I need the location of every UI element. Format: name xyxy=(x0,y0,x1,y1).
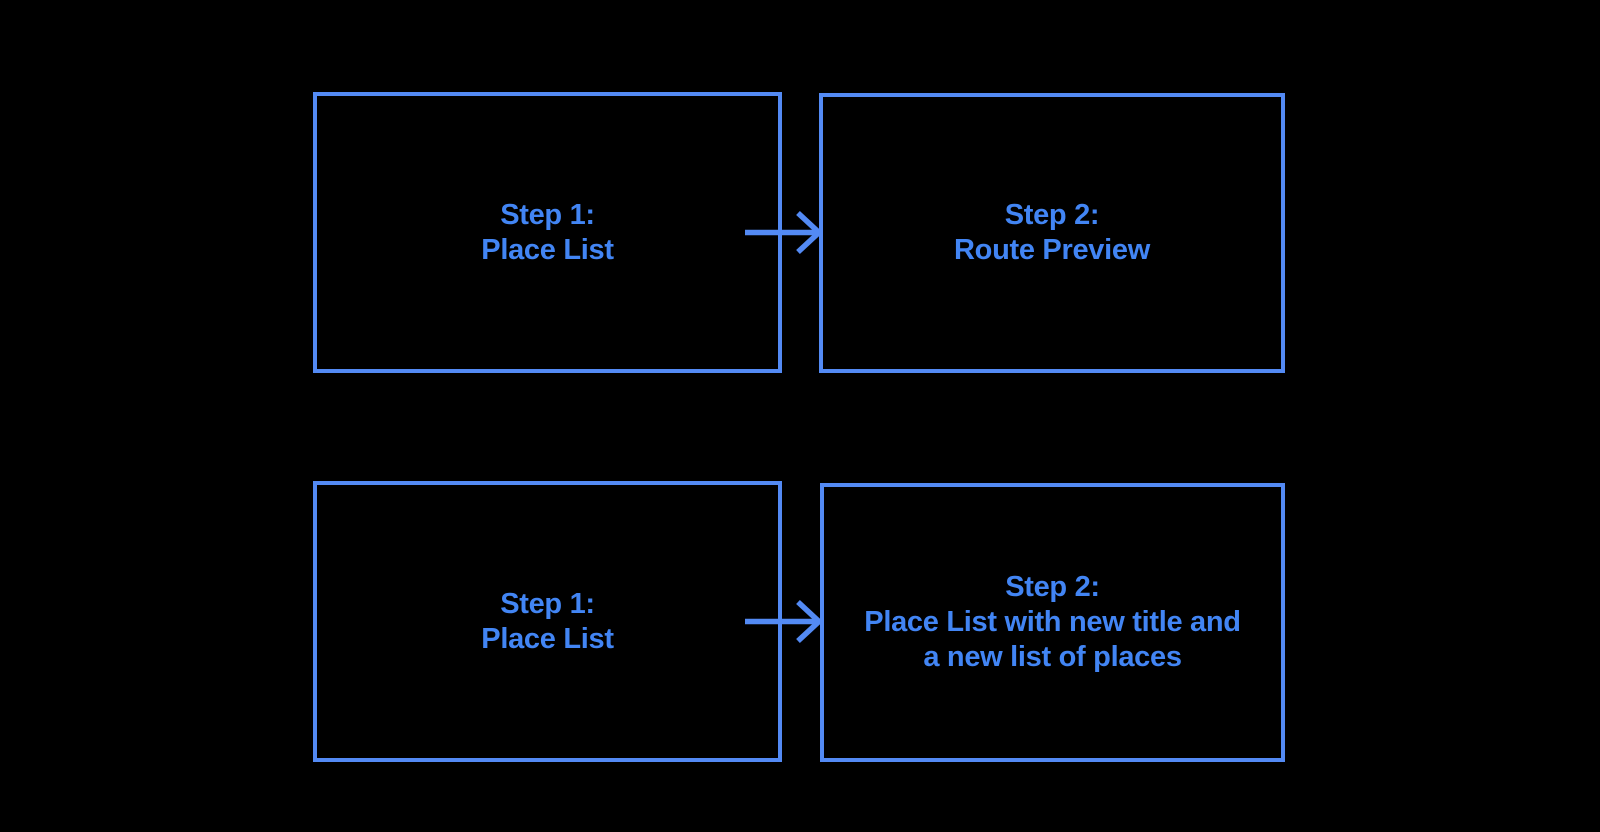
box-title: Step 2: xyxy=(1004,199,1100,231)
box-subtitle-2: a new list of places xyxy=(923,641,1182,673)
right-arrow-icon xyxy=(745,210,824,255)
right-arrow-icon xyxy=(745,599,824,644)
flow-box-step2-bottom: Step 2: Place List with new title and a … xyxy=(820,483,1285,762)
flow-box-step1-bottom: Step 1: Place List xyxy=(313,481,782,762)
box-title: Step 2: xyxy=(1005,571,1100,603)
box-subtitle: Route Preview xyxy=(954,234,1150,266)
flow-box-step2-top: Step 2: Route Preview xyxy=(819,93,1285,373)
box-title: Step 1: xyxy=(500,587,595,620)
box-title: Step 1: xyxy=(500,198,595,231)
flow-box-step1-top: Step 1: Place List xyxy=(313,92,782,373)
box-subtitle: Place List with new title and xyxy=(864,606,1241,638)
box-subtitle: Place List xyxy=(481,233,614,266)
box-subtitle: Place List xyxy=(481,622,614,655)
